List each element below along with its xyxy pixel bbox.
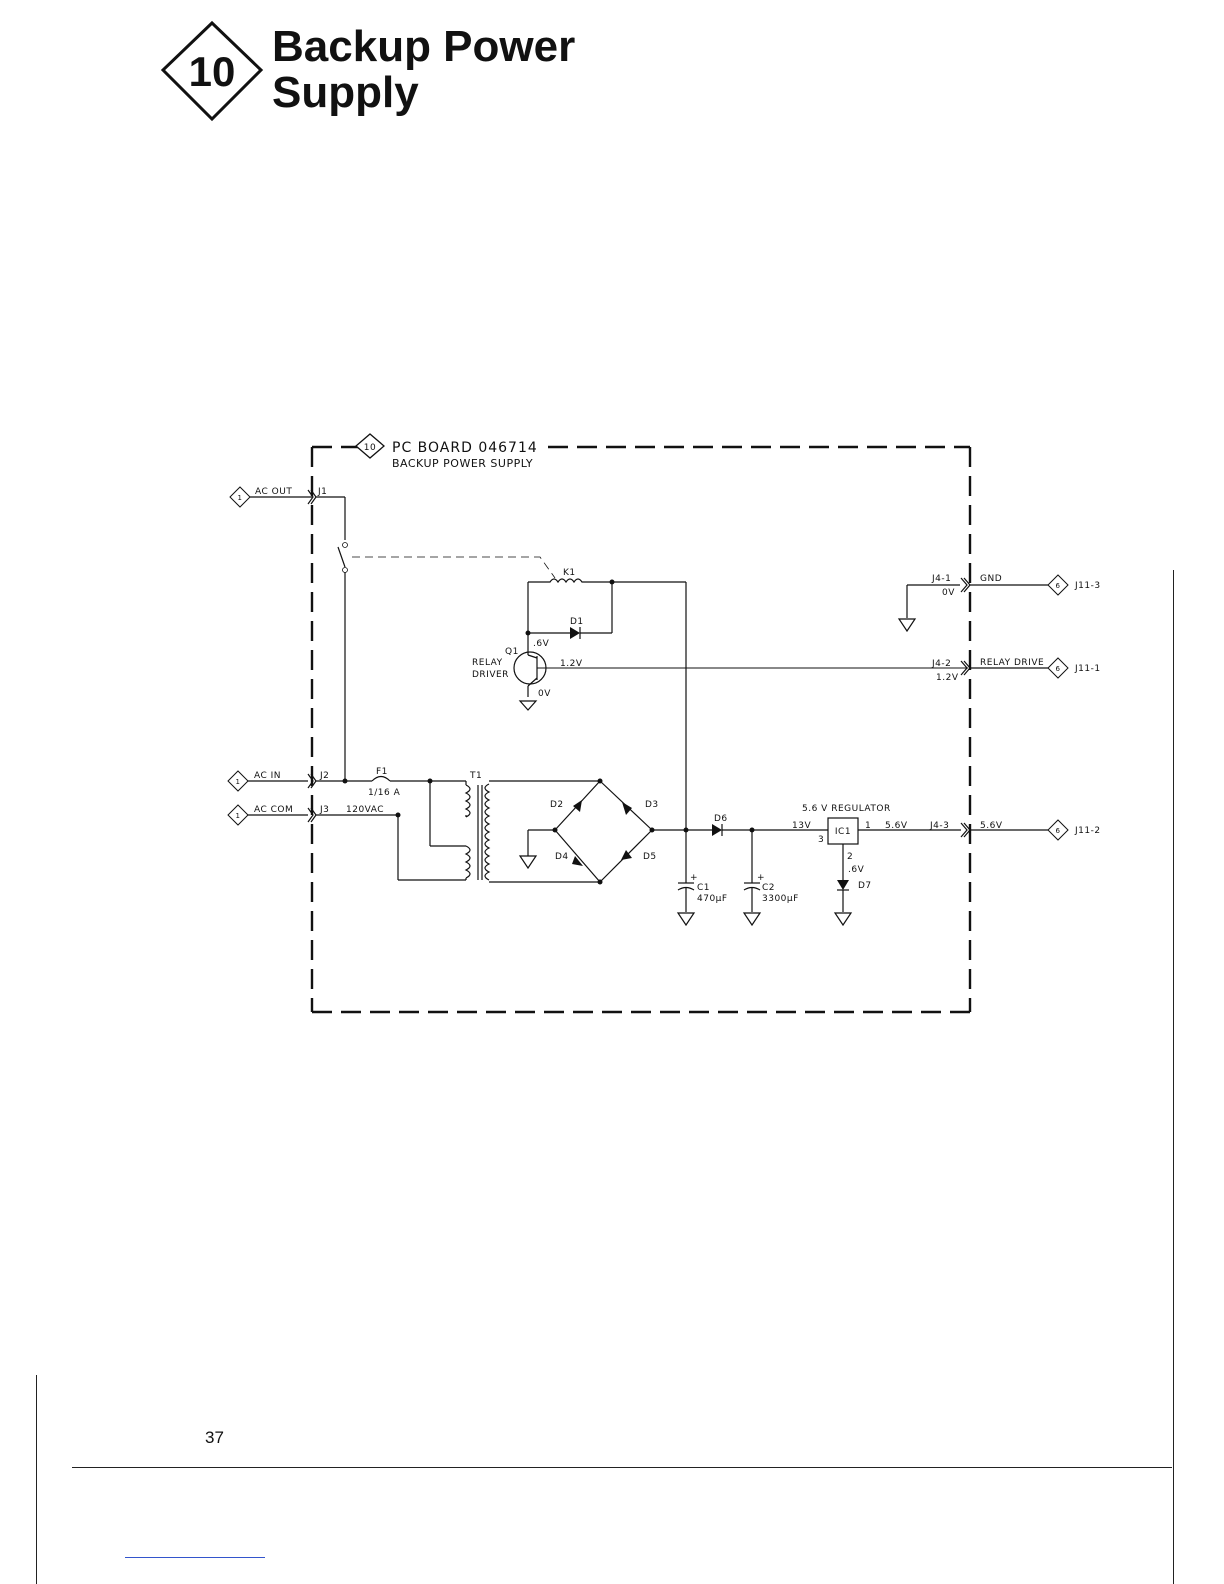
relay-k1: K1 D1 [525, 568, 687, 828]
svg-text:J2: J2 [319, 771, 329, 781]
svg-text:1: 1 [236, 812, 241, 820]
svg-text:5.6V: 5.6V [885, 821, 908, 831]
svg-text:J11-2: J11-2 [1074, 826, 1101, 836]
footer-rule [72, 1467, 1172, 1468]
page-title-line1: Backup Power [272, 22, 576, 71]
svg-text:D3: D3 [645, 800, 659, 810]
svg-text:.6V: .6V [848, 865, 865, 875]
board-badge-number: 10 [364, 443, 376, 453]
svg-text:0V: 0V [538, 689, 551, 699]
ground-icon [897, 618, 917, 633]
transformer-t1: T1 [429, 771, 600, 883]
q1-label: Q1 [505, 647, 519, 657]
svg-text:AC COM: AC COM [254, 805, 293, 815]
svg-text:1: 1 [865, 821, 871, 831]
svg-text:J4-1: J4-1 [931, 574, 951, 584]
svg-text:J11-3: J11-3 [1074, 581, 1101, 591]
transistor-q1: .6V 1.2V 0V Q1 RELAY DRIVER [472, 633, 968, 711]
svg-text:D7: D7 [858, 881, 872, 891]
svg-text:RELAY DRIVE: RELAY DRIVE [980, 658, 1044, 668]
ground-icon [518, 700, 538, 711]
dc-rail: D6 13V + C1 470µF + C2 3300µF [652, 814, 828, 927]
svg-text:6: 6 [1056, 582, 1061, 590]
svg-text:D6: D6 [714, 814, 728, 824]
svg-text:13V: 13V [792, 821, 811, 831]
svg-text:T1: T1 [469, 771, 482, 781]
section-badge-number: 10 [189, 48, 236, 95]
bridge-rectifier: D2 D3 D4 D5 [518, 778, 659, 885]
svg-text:+: + [690, 873, 698, 883]
v56-output: J4-3 5.6V 6 J11-2 [929, 819, 1101, 841]
svg-text:1.2V: 1.2V [560, 659, 583, 669]
ac-com-connector: 1 AC COM J3 120VAC [227, 804, 466, 881]
page-header: 10 Backup Power Supply [160, 20, 660, 130]
board-outline [310, 445, 972, 1014]
page-title-line2: Supply [272, 68, 419, 117]
page-title: Backup Power Supply [272, 24, 575, 116]
svg-text:D5: D5 [643, 852, 657, 862]
svg-text:0V: 0V [942, 588, 955, 598]
svg-text:3: 3 [818, 835, 824, 845]
svg-text:1/16 A: 1/16 A [368, 788, 401, 798]
k1-label: K1 [563, 568, 576, 578]
svg-text:1: 1 [236, 778, 241, 786]
board-badge-icon: 10 [355, 433, 385, 459]
footer-link-rule [125, 1557, 265, 1558]
svg-text:AC IN: AC IN [254, 771, 281, 781]
board-subtitle: BACKUP POWER SUPPLY [392, 457, 533, 470]
svg-text:DRIVER: DRIVER [472, 670, 509, 680]
svg-text:GND: GND [980, 574, 1002, 584]
svg-text:D4: D4 [555, 852, 569, 862]
svg-text:470µF: 470µF [697, 894, 728, 904]
svg-text:C2: C2 [762, 883, 775, 893]
ground-icon [676, 912, 696, 927]
svg-text:5.6 V REGULATOR: 5.6 V REGULATOR [802, 804, 891, 814]
svg-text:J4-2: J4-2 [931, 659, 951, 669]
ground-icon [518, 855, 538, 870]
svg-text:1: 1 [238, 494, 243, 502]
j1-label: J1 [317, 487, 327, 497]
svg-text:IC1: IC1 [835, 827, 851, 837]
svg-text:J11-1: J11-1 [1074, 664, 1101, 674]
svg-text:120VAC: 120VAC [346, 805, 384, 815]
d1-label: D1 [570, 617, 584, 627]
ac-in-connector: 1 AC IN J2 F1 1/16 A [227, 767, 466, 798]
svg-text:6: 6 [1056, 665, 1061, 673]
svg-text:RELAY: RELAY [472, 658, 503, 668]
svg-text:F1: F1 [376, 767, 388, 777]
relay-drive-output: J4-2 1.2V RELAY DRIVE 6 J11-1 [931, 657, 1101, 683]
svg-text:J3: J3 [319, 805, 329, 815]
svg-text:5.6V: 5.6V [980, 821, 1003, 831]
svg-text:J4-3: J4-3 [929, 821, 949, 831]
left-edge-rule [36, 1375, 37, 1584]
svg-text:1.2V: 1.2V [936, 673, 959, 683]
svg-text:C1: C1 [697, 883, 710, 893]
ground-icon [833, 912, 853, 927]
ac-out-connector: 1 AC OUT J1 [229, 486, 346, 540]
regulator-ic1: 5.6 V REGULATOR IC1 3 1 5.6V 2 .6V D7 [802, 804, 961, 927]
relay-contact [337, 542, 556, 781]
page-number: 37 [205, 1428, 224, 1447]
section-badge-icon: 10 [160, 20, 264, 122]
svg-text:D2: D2 [550, 800, 564, 810]
svg-text:.6V: .6V [533, 639, 550, 649]
ground-icon [742, 912, 762, 927]
svg-text:6: 6 [1056, 827, 1061, 835]
svg-text:2: 2 [847, 852, 853, 862]
svg-text:3300µF: 3300µF [762, 894, 799, 904]
right-edge-rule [1173, 570, 1174, 1584]
ac-out-label: AC OUT [255, 487, 292, 497]
board-title: PC BOARD 046714 [392, 440, 538, 456]
svg-text:+: + [757, 873, 765, 883]
gnd-output: J4-1 0V GND 6 J11-3 [897, 574, 1101, 633]
